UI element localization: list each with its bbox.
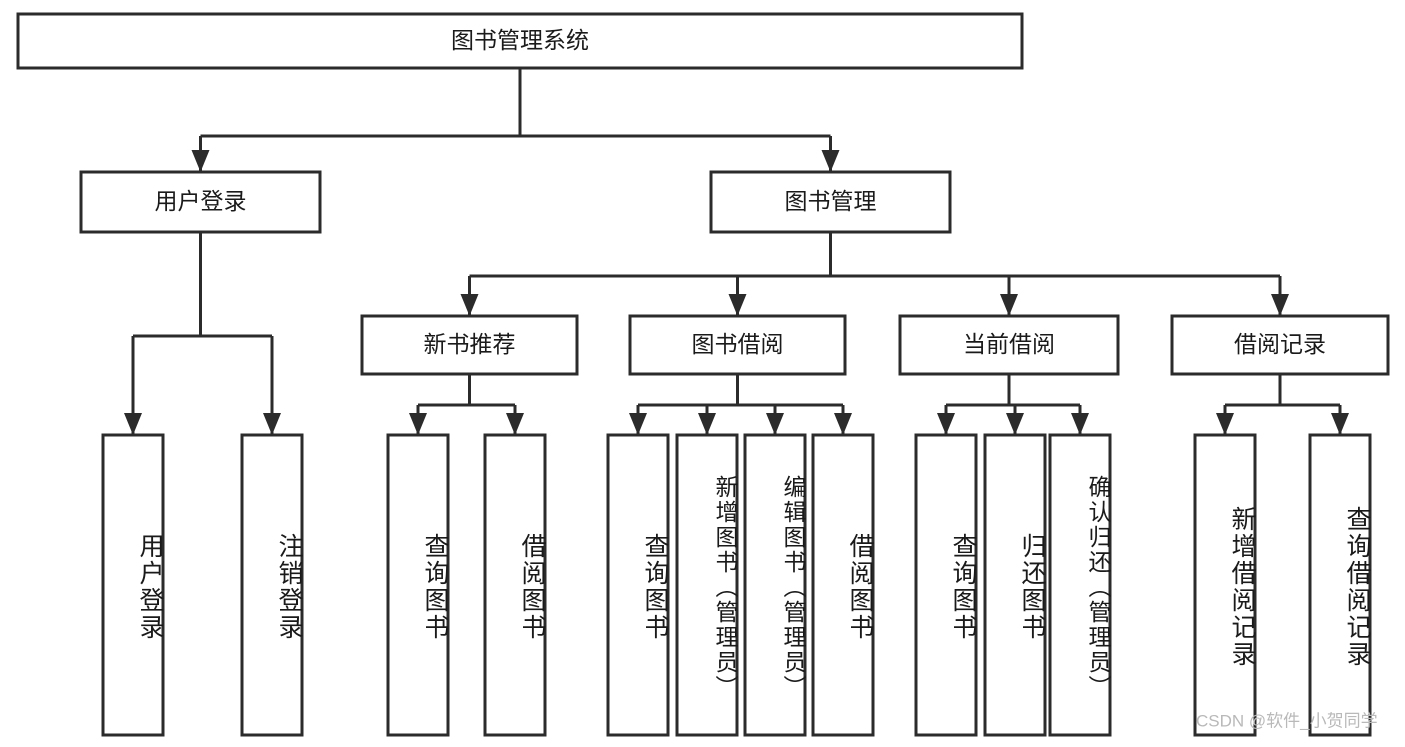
node-box-leaf-query-book-2[interactable] (606, 433, 670, 737)
node-box-book-borrow[interactable] (628, 314, 847, 376)
node-label-leaf-query-record: 查询借阅记录 (1343, 506, 1371, 668)
node-label-leaf-query-book-2: 查询图书 (641, 533, 669, 641)
node-label-leaf-confirm-return: 确认归还（管理员） (1085, 474, 1111, 700)
arrow-head-icon-book-manage (821, 150, 840, 172)
node-label-leaf-user-login: 用户登录 (136, 533, 164, 641)
node-label-leaf-borrow-book-1: 借阅图书 (518, 533, 546, 641)
node-label-leaf-query-book-1: 查询图书 (421, 533, 449, 641)
arrow-head-icon-leaf-query-book-1 (409, 413, 427, 435)
arrow-head-icon-leaf-add-record (1216, 413, 1234, 435)
node-label-leaf-user-logout: 注销登录 (275, 533, 303, 641)
node-label-borrow-record: 借阅记录 (1234, 331, 1326, 357)
arrow-head-icon-leaf-query-record (1331, 413, 1349, 435)
node-box-borrow-record[interactable] (1170, 314, 1390, 376)
node-label-leaf-return-book: 归还图书 (1018, 533, 1046, 641)
arrow-head-icon-leaf-borrow-book-2 (834, 413, 852, 435)
node-box-leaf-confirm-return[interactable] (1048, 433, 1112, 737)
node-box-current-borrow[interactable] (898, 314, 1120, 376)
arrow-head-icon-leaf-confirm-return (1071, 413, 1089, 435)
node-box-leaf-query-book-1[interactable] (386, 433, 450, 737)
node-box-leaf-user-login[interactable] (101, 433, 165, 737)
node-label-book-borrow: 图书借阅 (692, 331, 784, 357)
arrow-head-icon-current-borrow (1000, 294, 1018, 316)
node-box-root[interactable] (16, 12, 1024, 70)
arrow-head-icon-book-borrow (728, 294, 747, 316)
arrow-head-icon-user-login (191, 150, 210, 172)
watermark-text: CSDN @软件_小贺同学 (1196, 711, 1378, 731)
node-box-leaf-return-book[interactable] (983, 433, 1047, 737)
node-box-book-manage[interactable] (709, 170, 952, 234)
arrow-head-icon-new-book-rec (460, 294, 479, 316)
arrow-head-icon-leaf-borrow-book-1 (506, 413, 524, 435)
arrow-head-icon-leaf-return-book (1006, 413, 1024, 435)
node-box-leaf-add-record[interactable] (1193, 433, 1257, 737)
node-label-root: 图书管理系统 (451, 27, 589, 53)
arrow-head-icon-borrow-record (1271, 294, 1289, 316)
node-box-leaf-borrow-book-2[interactable] (811, 433, 875, 737)
node-label-leaf-query-book-3: 查询图书 (949, 533, 977, 641)
node-label-user-login: 用户登录 (155, 188, 247, 214)
node-box-leaf-edit-book[interactable] (743, 433, 807, 737)
node-label-leaf-add-record: 新增借阅记录 (1228, 506, 1256, 668)
node-box-leaf-add-book[interactable] (675, 433, 739, 737)
arrow-head-icon-leaf-query-book-3 (937, 413, 955, 435)
node-label-leaf-add-book: 新增图书（管理员） (712, 474, 738, 700)
boxes-layer (16, 12, 1390, 737)
arrow-head-icon-leaf-add-book (698, 413, 716, 435)
node-box-new-book-rec[interactable] (360, 314, 579, 376)
edges-layer (124, 68, 1349, 435)
node-box-leaf-query-record[interactable] (1308, 433, 1372, 737)
node-label-current-borrow: 当前借阅 (963, 331, 1055, 357)
node-box-leaf-user-logout[interactable] (240, 433, 304, 737)
arrow-head-icon-leaf-query-book-2 (629, 413, 647, 435)
arrow-head-icon-leaf-user-logout (263, 413, 281, 435)
node-box-leaf-query-book-3[interactable] (914, 433, 978, 737)
node-box-leaf-borrow-book-1[interactable] (483, 433, 547, 737)
arrow-head-icon-leaf-edit-book (766, 413, 784, 435)
node-label-new-book-rec: 新书推荐 (424, 331, 516, 357)
arrow-head-icon-leaf-user-login (124, 413, 142, 435)
node-label-book-manage: 图书管理 (785, 188, 877, 214)
node-label-leaf-edit-book: 编辑图书（管理员） (780, 474, 806, 700)
node-box-user-login[interactable] (79, 170, 322, 234)
node-label-leaf-borrow-book-2: 借阅图书 (846, 533, 874, 641)
